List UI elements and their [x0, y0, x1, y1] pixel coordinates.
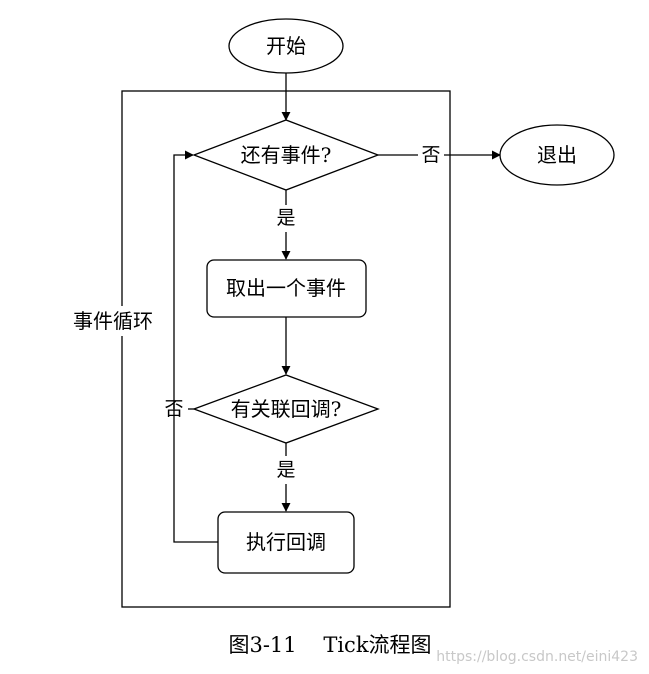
loop-back-arrow: [173, 150, 218, 543]
has-events-no-label: 否: [421, 144, 440, 166]
figure-caption: 图3-11 Tick流程图: [228, 633, 431, 657]
has-events-yes-label: 是: [276, 207, 295, 229]
start-label: 开始: [266, 34, 306, 58]
take-event-label: 取出一个事件: [226, 276, 346, 300]
has-callback-yes-label: 是: [276, 459, 295, 481]
exit-node: [499, 124, 615, 186]
has-callback-label: 有关联回调?: [231, 397, 342, 421]
has-events-no-label-bg: [418, 142, 444, 168]
has-callback-decision: [192, 374, 380, 444]
has-events-label: 还有事件?: [241, 143, 332, 167]
run-callback-label: 执行回调: [246, 530, 326, 554]
loop-label: 事件循环: [73, 309, 153, 333]
watermark: https://blog.csdn.net/eini423: [436, 649, 638, 665]
exit-label: 退出: [537, 143, 577, 167]
loop-label-bg: [62, 306, 168, 336]
